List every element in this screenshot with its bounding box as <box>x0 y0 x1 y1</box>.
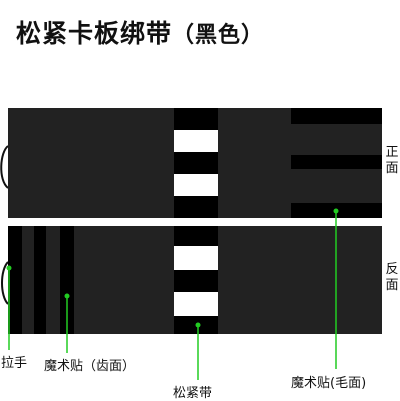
velcro-loop-segment <box>291 108 382 124</box>
hook-stripe <box>8 226 22 334</box>
pull-tab-label: 拉手 <box>1 356 28 371</box>
hook-stripe <box>34 226 46 334</box>
hook-side-label: 魔术贴（齿面） <box>44 359 136 374</box>
elastic-stripe <box>174 246 218 270</box>
back-side-label: 反面 <box>385 262 399 293</box>
front-side-label: 正面 <box>385 145 399 176</box>
strap-body-back-right <box>218 226 382 334</box>
pull-loop-back <box>1 261 9 305</box>
elastic-band-front <box>174 108 218 218</box>
elastic-stripe <box>174 292 218 316</box>
callout-leaders <box>6 208 339 380</box>
pull-loop-front <box>0 145 9 189</box>
page-title: 松紧卡板绑带（黑色） <box>16 14 264 50</box>
elastic-stripe <box>174 130 218 152</box>
strap-back <box>1 226 382 334</box>
title-main: 松紧卡板绑带 <box>16 19 173 48</box>
hook-stripe <box>60 226 74 334</box>
strap-body-front-left <box>8 108 174 218</box>
title-color-note: （黑色） <box>172 23 265 48</box>
elastic-band-back <box>174 226 218 334</box>
strap-body-back-left <box>8 226 174 334</box>
strap-front <box>0 108 382 218</box>
velcro-loop-segment <box>291 155 382 169</box>
elastic-stripe <box>174 174 218 196</box>
elastic-band-label: 松紧带 <box>173 386 213 401</box>
loop-side-label: 魔术贴(毛面) <box>291 376 367 391</box>
